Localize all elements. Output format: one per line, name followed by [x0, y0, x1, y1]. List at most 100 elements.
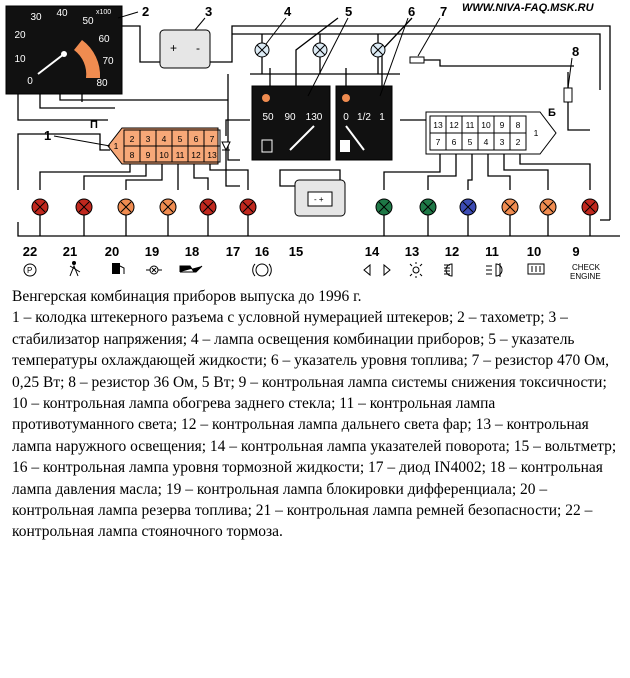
illumination-lamps [254, 42, 386, 58]
tach-tick: 80 [96, 78, 108, 89]
diff-lock-icon [146, 265, 162, 275]
lamp-number: 10 [527, 244, 541, 259]
connector-b-pin: 4 [484, 137, 489, 147]
tach-multiplier: x100 [96, 9, 111, 16]
connector-p-pin: 12 [191, 150, 201, 160]
lamp-number: 15 [289, 244, 303, 259]
tach-tick: 60 [98, 34, 110, 45]
seatbelt-icon [69, 261, 81, 277]
connector-p-label: П [90, 119, 98, 131]
fuel-tick: 1/2 [357, 112, 371, 123]
caption: Венгерская комбинация приборов выпуска д… [12, 286, 618, 543]
connector-p-pin: 8 [130, 150, 135, 160]
resistor-36 [563, 87, 573, 103]
voltmeter: - + [294, 179, 346, 217]
wiring-diagram: WWW.NIVA-FAQ.MSK.RU [5, 2, 620, 281]
tachometer: 0 10 20 30 40 50 60 70 80 x100 [5, 5, 123, 95]
connector-b-pin: 10 [481, 120, 491, 130]
svg-text:P: P [27, 266, 32, 275]
fuel-tick: 0 [343, 112, 349, 123]
connector-b-pin: 6 [452, 137, 457, 147]
resistor-470 [409, 56, 425, 64]
connector-b-pin: 8 [516, 120, 521, 130]
connector-p-pin: 10 [159, 150, 169, 160]
indicator-lamp [159, 198, 177, 236]
connector-p-pin: 4 [162, 134, 167, 144]
callout-1: 1 [44, 128, 51, 143]
tach-tick: 20 [14, 30, 26, 41]
caption-title: Венгерская комбинация приборов выпуска д… [12, 288, 362, 305]
callout-7: 7 [440, 4, 447, 19]
connector-b-pin: 11 [466, 120, 475, 130]
lamp-number: 22 [23, 244, 37, 259]
site-watermark: WWW.NIVA-FAQ.MSK.RU [462, 2, 595, 14]
tach-tick: 0 [27, 76, 33, 87]
lamp-number: 14 [365, 244, 380, 259]
indicator-lamp [375, 198, 393, 236]
callout-4: 4 [284, 4, 292, 19]
fog-light-icon [486, 263, 503, 277]
diode-17 [221, 141, 231, 152]
connector-p-pin: 7 [210, 134, 215, 144]
svg-text:- +: - + [314, 195, 324, 204]
indicator-lamp [501, 198, 519, 236]
lamp-number: 13 [405, 244, 419, 259]
lamp-number: 16 [255, 244, 269, 259]
connector-b-pin: 5 [468, 137, 473, 147]
temp-tick: 50 [262, 112, 274, 123]
caption-body: 1 – колодка штекерного разъема с условно… [12, 309, 617, 541]
connector-p-pin: 13 [207, 150, 217, 160]
connector-b-pin: 13 [433, 120, 443, 130]
indicator-lamp [239, 198, 257, 236]
rear-defrost-icon [527, 263, 545, 275]
oil-can-icon [179, 265, 203, 273]
connector-p-pin: 5 [178, 134, 183, 144]
stab-plus: + [170, 41, 177, 55]
connector-p-pin: 9 [146, 150, 151, 160]
lamp-number: 12 [445, 244, 459, 259]
callout-2: 2 [142, 4, 149, 19]
temperature-gauge: 50 90 130 [251, 85, 331, 161]
indicator-lamp [75, 198, 93, 236]
indicator-lamp [459, 198, 477, 236]
check-engine-line2: ENGINE [570, 272, 601, 281]
connector-b-label: Б [548, 107, 556, 119]
tach-tick: 70 [102, 56, 114, 67]
fuel-gauge: 0 1/2 1 [335, 85, 393, 161]
callout-3: 3 [205, 4, 212, 19]
indicator-lamp [31, 198, 49, 236]
callout-8: 8 [572, 44, 579, 59]
brake-fluid-icon [252, 263, 272, 277]
connector-b-pin: 1 [534, 128, 539, 138]
lamp-number: 17 [226, 244, 240, 259]
callout-5: 5 [345, 4, 352, 19]
wires [17, 17, 620, 237]
stab-minus: - [196, 41, 200, 55]
fuel-icon [112, 263, 125, 274]
tach-tick: 50 [82, 16, 94, 27]
connector-b-pin: 12 [449, 120, 459, 130]
indicator-lamp [539, 198, 557, 236]
exterior-light-icon [409, 262, 423, 278]
connector-b-pin: 9 [500, 120, 505, 130]
turn-signal-icon [363, 263, 391, 277]
connector-p-cell [203, 145, 221, 163]
lamp-number: 9 [572, 244, 579, 259]
parking-brake-icon: P [23, 263, 37, 277]
indicator-lamps [31, 198, 599, 236]
connector-b-pin: 7 [436, 137, 441, 147]
tach-tick: 30 [30, 12, 42, 23]
connector-b-pin: 3 [500, 137, 505, 147]
indicator-lamp [581, 198, 599, 236]
voltage-stabilizer: + - [159, 29, 211, 69]
lamp-number: 19 [145, 244, 159, 259]
connector-p-pin: 2 [130, 134, 135, 144]
connector-p-pin: 3 [146, 134, 151, 144]
temp-tick: 90 [284, 112, 296, 123]
indicator-lamp [117, 198, 135, 236]
indicator-lamp [199, 198, 217, 236]
lamp-number: 21 [63, 244, 77, 259]
